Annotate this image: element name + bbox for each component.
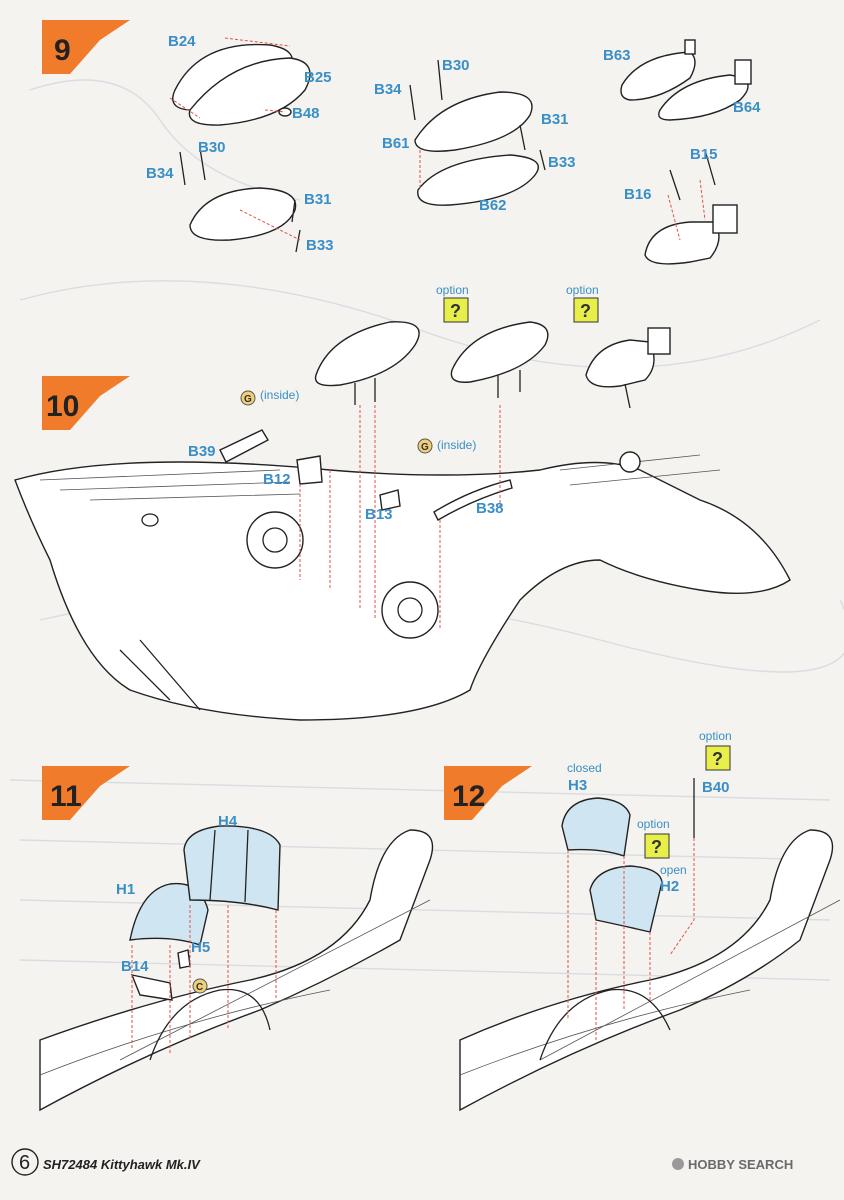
step-number: 10: [46, 390, 79, 423]
part-label-b16: B16: [624, 186, 652, 203]
step-number: 11: [50, 780, 82, 813]
option-icon-1: ?: [450, 301, 461, 321]
part-label-b39: B39: [188, 443, 216, 460]
watermark-text: HOBBY SEARCH: [688, 1157, 793, 1172]
part-label-b12: B12: [263, 471, 291, 488]
inside-note-1: (inside): [260, 388, 299, 402]
part-label-b64: B64: [733, 99, 761, 116]
watermark-logo-icon: [672, 1158, 684, 1170]
step-flag: [42, 376, 130, 430]
glue-marker-1: G: [244, 394, 252, 405]
part-label-b31: B31: [304, 191, 332, 208]
inside-note-2: (inside): [437, 438, 476, 452]
part-label-b34: B34: [146, 165, 174, 182]
part-label-h5: H5: [191, 939, 210, 956]
aircraft-underside: [14, 451, 791, 721]
part-label-b40: B40: [702, 779, 730, 796]
part-label-b13: B13: [365, 506, 393, 523]
underwing-stores: [314, 321, 671, 409]
option-icon-box-3: [644, 833, 670, 859]
step-flag: [444, 766, 532, 820]
part-label-b14: B14: [121, 958, 149, 975]
part-label-h4: H4: [218, 813, 238, 830]
option-label-4: option: [699, 729, 732, 743]
step-10: 10 option ? option ?: [14, 283, 791, 721]
canopy-h3: [561, 797, 631, 857]
page-number: 6: [19, 1152, 30, 1174]
fuselage-cockpit-right: [459, 829, 841, 1112]
step-11: 11 C H4 H1 H5 B14: [39, 766, 434, 1112]
glue-marker-2: G: [421, 442, 429, 453]
drop-tank-assembly-b: [179, 147, 301, 253]
canopy-h2: [589, 865, 663, 933]
option-icon-4: ?: [712, 749, 723, 769]
part-label-b25: B25: [304, 69, 332, 86]
part-label-b62: B62: [479, 197, 507, 214]
step-flag: [42, 766, 130, 820]
bomb-parts: [620, 39, 752, 265]
part-label-h3: H3: [568, 777, 587, 794]
step-flag: [42, 20, 130, 74]
part-label-b33: B33: [306, 237, 334, 254]
footer: 6 SH72484 Kittyhawk Mk.IV HOBBY SEARCH: [11, 1148, 793, 1176]
option-label-2: option: [566, 283, 599, 297]
closed-note: closed: [567, 761, 602, 775]
clear-marker: C: [196, 982, 203, 993]
part-label-b24: B24: [168, 33, 196, 50]
part-label-b63: B63: [603, 47, 631, 64]
part-label-b38: B38: [476, 500, 504, 517]
step-9: 9 B24 B25 B48 B30 B34 B31 B33: [42, 20, 761, 265]
step-number: 12: [452, 780, 485, 813]
gear-door-parts: [219, 405, 513, 630]
drop-tank-halves-a: [169, 37, 311, 126]
part-label-b31-c: B31: [541, 111, 569, 128]
part-h5: [177, 949, 191, 969]
part-b14: [130, 974, 173, 1001]
part-label-b48: B48: [292, 105, 320, 122]
step-12: 12 closed open option ? option ? H3 H2 B…: [444, 729, 841, 1112]
step-number: 9: [54, 34, 71, 67]
part-label-b30: B30: [198, 139, 226, 156]
option-icon-box-2: [573, 297, 599, 323]
part-label-b15: B15: [690, 146, 718, 163]
part-label-b34-c: B34: [374, 81, 402, 98]
part-label-b30-c: B30: [442, 57, 470, 74]
glue-marker-icon-2: [417, 438, 433, 454]
option-label-1: option: [436, 283, 469, 297]
part-label-b33-c: B33: [548, 154, 576, 171]
kit-title: SH72484 Kittyhawk Mk.IV: [43, 1157, 201, 1172]
belly-tank-assembly: [409, 59, 546, 206]
part-label-h2: H2: [660, 878, 679, 895]
option-icon-box-1: [443, 297, 469, 323]
open-note: open: [660, 863, 687, 877]
option-label-3: option: [637, 817, 670, 831]
option-icon-3: ?: [651, 837, 662, 857]
option-icon-2: ?: [580, 301, 591, 321]
part-label-h1: H1: [116, 881, 135, 898]
glue-marker-icon-1: [240, 390, 256, 406]
canopy-h4: [183, 825, 281, 911]
fuselage-cockpit-left: [39, 829, 434, 1112]
part-label-b61: B61: [382, 135, 410, 152]
clear-marker-icon: [192, 978, 208, 994]
option-icon-box-4: [705, 745, 731, 771]
page-number-circle: [11, 1148, 39, 1176]
